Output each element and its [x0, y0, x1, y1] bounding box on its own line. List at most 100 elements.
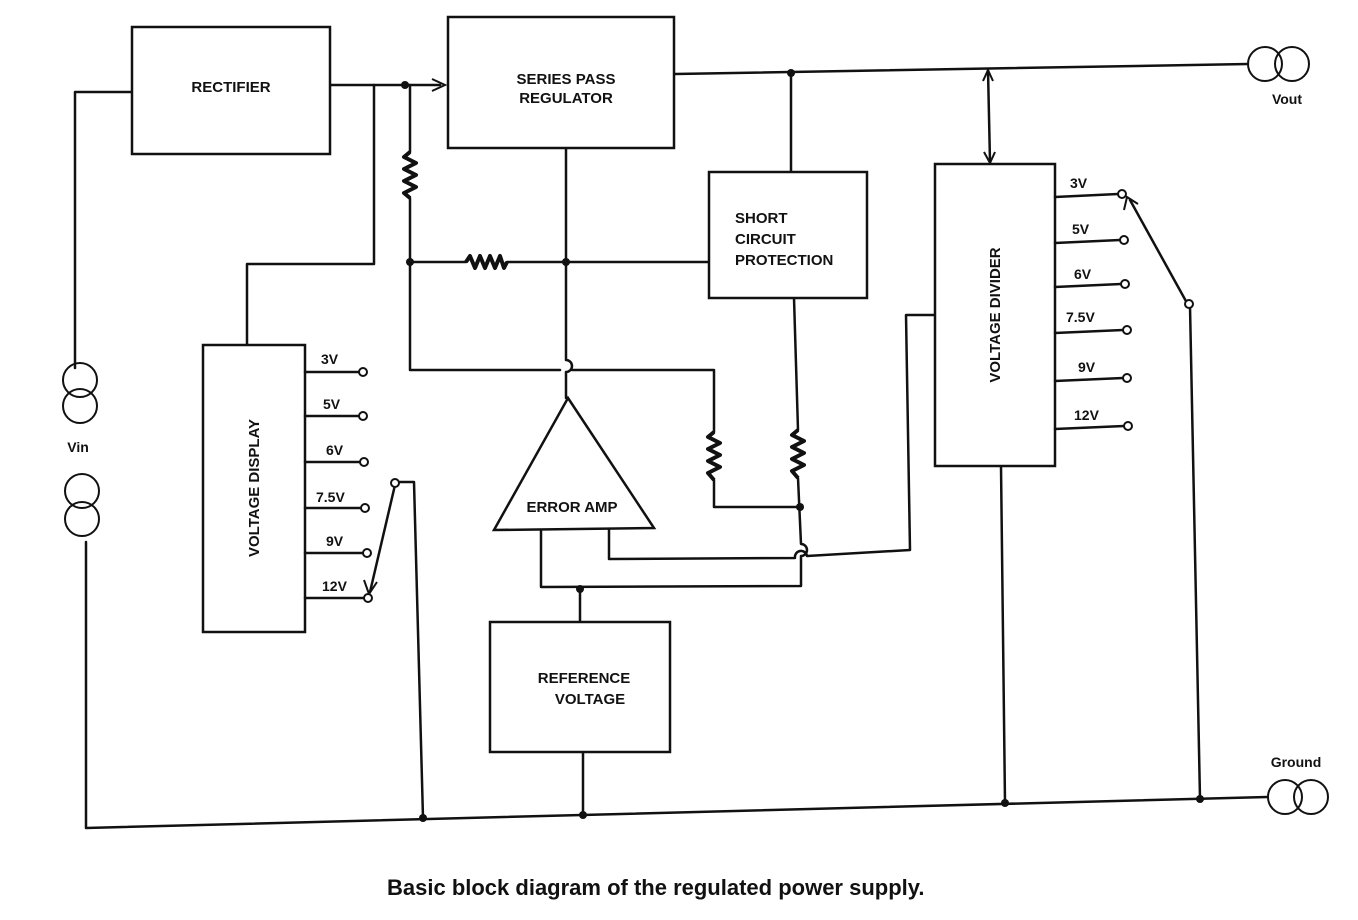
feedback-divider-wire-2 [408, 196, 468, 264]
divider-selector-arrow [1123, 195, 1139, 211]
voltage-divider-label: VOLTAGE DIVIDER [987, 247, 1004, 382]
short-circuit-protection-block: SHORT CIRCUIT PROTECTION [707, 170, 869, 300]
wiring [73, 62, 1269, 830]
rectifier-box [130, 25, 332, 156]
voltage-display-label: VOLTAGE DISPLAY [246, 419, 263, 557]
divider-tap-terminal [1119, 235, 1129, 245]
reference-label-line2: VOLTAGE [555, 691, 625, 708]
display-tap-7-5v: 7.5V [316, 489, 345, 505]
resistor-r3 [706, 430, 722, 482]
junction-dot [1196, 795, 1204, 803]
junction-dot [401, 81, 409, 89]
error-amp-block: ERROR AMP [491, 395, 657, 532]
feedback-loop-wire-2 [570, 368, 716, 434]
display-tap-5v: 5V [323, 396, 341, 412]
divider-tap-7-5v: 7.5V [1066, 309, 1095, 325]
feedback-loop-wire-3 [712, 478, 802, 509]
reference-label-line1: REFERENCE [538, 670, 631, 687]
series-pass-regulator-block: SERIES PASS REGULATOR [446, 15, 676, 150]
short-circuit-lower-wire-2 [539, 476, 809, 589]
junction-dot [576, 585, 584, 593]
divider-arrow-up [982, 67, 994, 82]
vout-terminal: Vout [1247, 46, 1310, 107]
vin-top-wire [73, 90, 134, 370]
junction-dot [1001, 799, 1009, 807]
arrowhead-series-pass [431, 78, 448, 92]
display-tap-3v: 3V [321, 351, 339, 367]
vout-terminal-icon [1247, 46, 1283, 82]
divider-tap-12v: 12V [1074, 407, 1100, 423]
feedback-loop-wire [408, 260, 562, 372]
divider-tap-3v: 3V [1070, 175, 1088, 191]
display-tap-terminal [358, 411, 368, 421]
short-circuit-box [707, 170, 869, 300]
vin-terminal: Vin [62, 362, 100, 537]
display-tap-terminal [359, 457, 369, 467]
error-amp-label: ERROR AMP [526, 499, 617, 516]
series-pass-label-line1: SERIES PASS [517, 71, 616, 88]
divider-tap-6v: 6V [1074, 266, 1092, 282]
voltage-display-taps: 3V 5V 6V 7.5V 9V 12V [303, 351, 400, 603]
divider-tap-5v: 5V [1072, 221, 1090, 237]
resistor-r1 [402, 150, 418, 200]
series-pass-base-wire [564, 146, 574, 400]
display-tap-9v: 9V [326, 533, 344, 549]
divider-selector-pivot [1184, 299, 1194, 309]
ground-terminal-icon [1267, 779, 1303, 815]
short-circuit-lower-wire [792, 296, 800, 432]
resistor-r2 [464, 254, 509, 270]
divider-tap-line [1053, 282, 1123, 289]
divider-tap-terminal [1117, 189, 1127, 199]
series-pass-label-line2: REGULATOR [519, 90, 613, 107]
divider-tap-9v: 9V [1078, 359, 1096, 375]
vout-wire [673, 62, 1250, 76]
voltage-display-box [201, 343, 307, 634]
divider-tap-line [1053, 192, 1120, 199]
error-amp-feedback-wire [607, 313, 938, 561]
voltage-divider-taps: 3V 5V 6V 7.5V 9V 12V [1053, 175, 1194, 431]
display-tap-6v: 6V [326, 442, 344, 458]
short-circuit-label-line2: CIRCUIT [735, 231, 796, 248]
error-amp-triangle [491, 395, 657, 532]
display-selector-pivot [390, 478, 400, 488]
voltage-display-block: VOLTAGE DISPLAY [201, 343, 307, 634]
rectifier-block: RECTIFIER [130, 25, 332, 156]
short-circuit-label-line3: PROTECTION [735, 252, 833, 269]
divider-selector-ground-wire [1188, 304, 1202, 801]
display-tap-terminal [360, 503, 370, 513]
junctions [401, 69, 1204, 822]
resistor-r4 [790, 428, 806, 480]
junction-dot [579, 811, 587, 819]
display-tap-terminal [358, 367, 368, 377]
rectifier-label: RECTIFIER [191, 79, 270, 96]
divider-vout-link [986, 68, 992, 164]
short-circuit-label-line1: SHORT [735, 210, 788, 227]
display-selector-arm [368, 483, 397, 594]
reference-voltage-block: REFERENCE VOLTAGE [488, 620, 672, 754]
divider-tap-terminal [1123, 421, 1133, 431]
vin-coil-icon [64, 501, 100, 537]
ground-terminal-icon [1293, 779, 1329, 815]
divider-ground-wire [999, 464, 1007, 805]
divider-tap-line [1053, 424, 1126, 431]
junction-dot [419, 814, 427, 822]
divider-tap-line [1053, 238, 1122, 245]
series-pass-box [446, 15, 676, 150]
vin-coil-icon [64, 473, 100, 509]
vin-label: Vin [67, 439, 89, 455]
reference-voltage-box [488, 620, 672, 754]
divider-tap-terminal [1122, 325, 1132, 335]
display-supply-wire [245, 83, 376, 347]
junction-dot [562, 258, 570, 266]
vout-label: Vout [1272, 91, 1302, 107]
divider-selector-arm [1128, 198, 1189, 305]
ground-terminal: Ground [1267, 754, 1329, 815]
diagram-caption: Basic block diagram of the regulated pow… [387, 875, 925, 900]
display-selector-wire [396, 480, 425, 820]
vin-coil-icon [62, 388, 98, 424]
display-tap-terminal [363, 593, 373, 603]
vin-coil-icon [62, 362, 98, 398]
divider-tap-line [1053, 328, 1125, 335]
ground-label: Ground [1271, 754, 1322, 770]
